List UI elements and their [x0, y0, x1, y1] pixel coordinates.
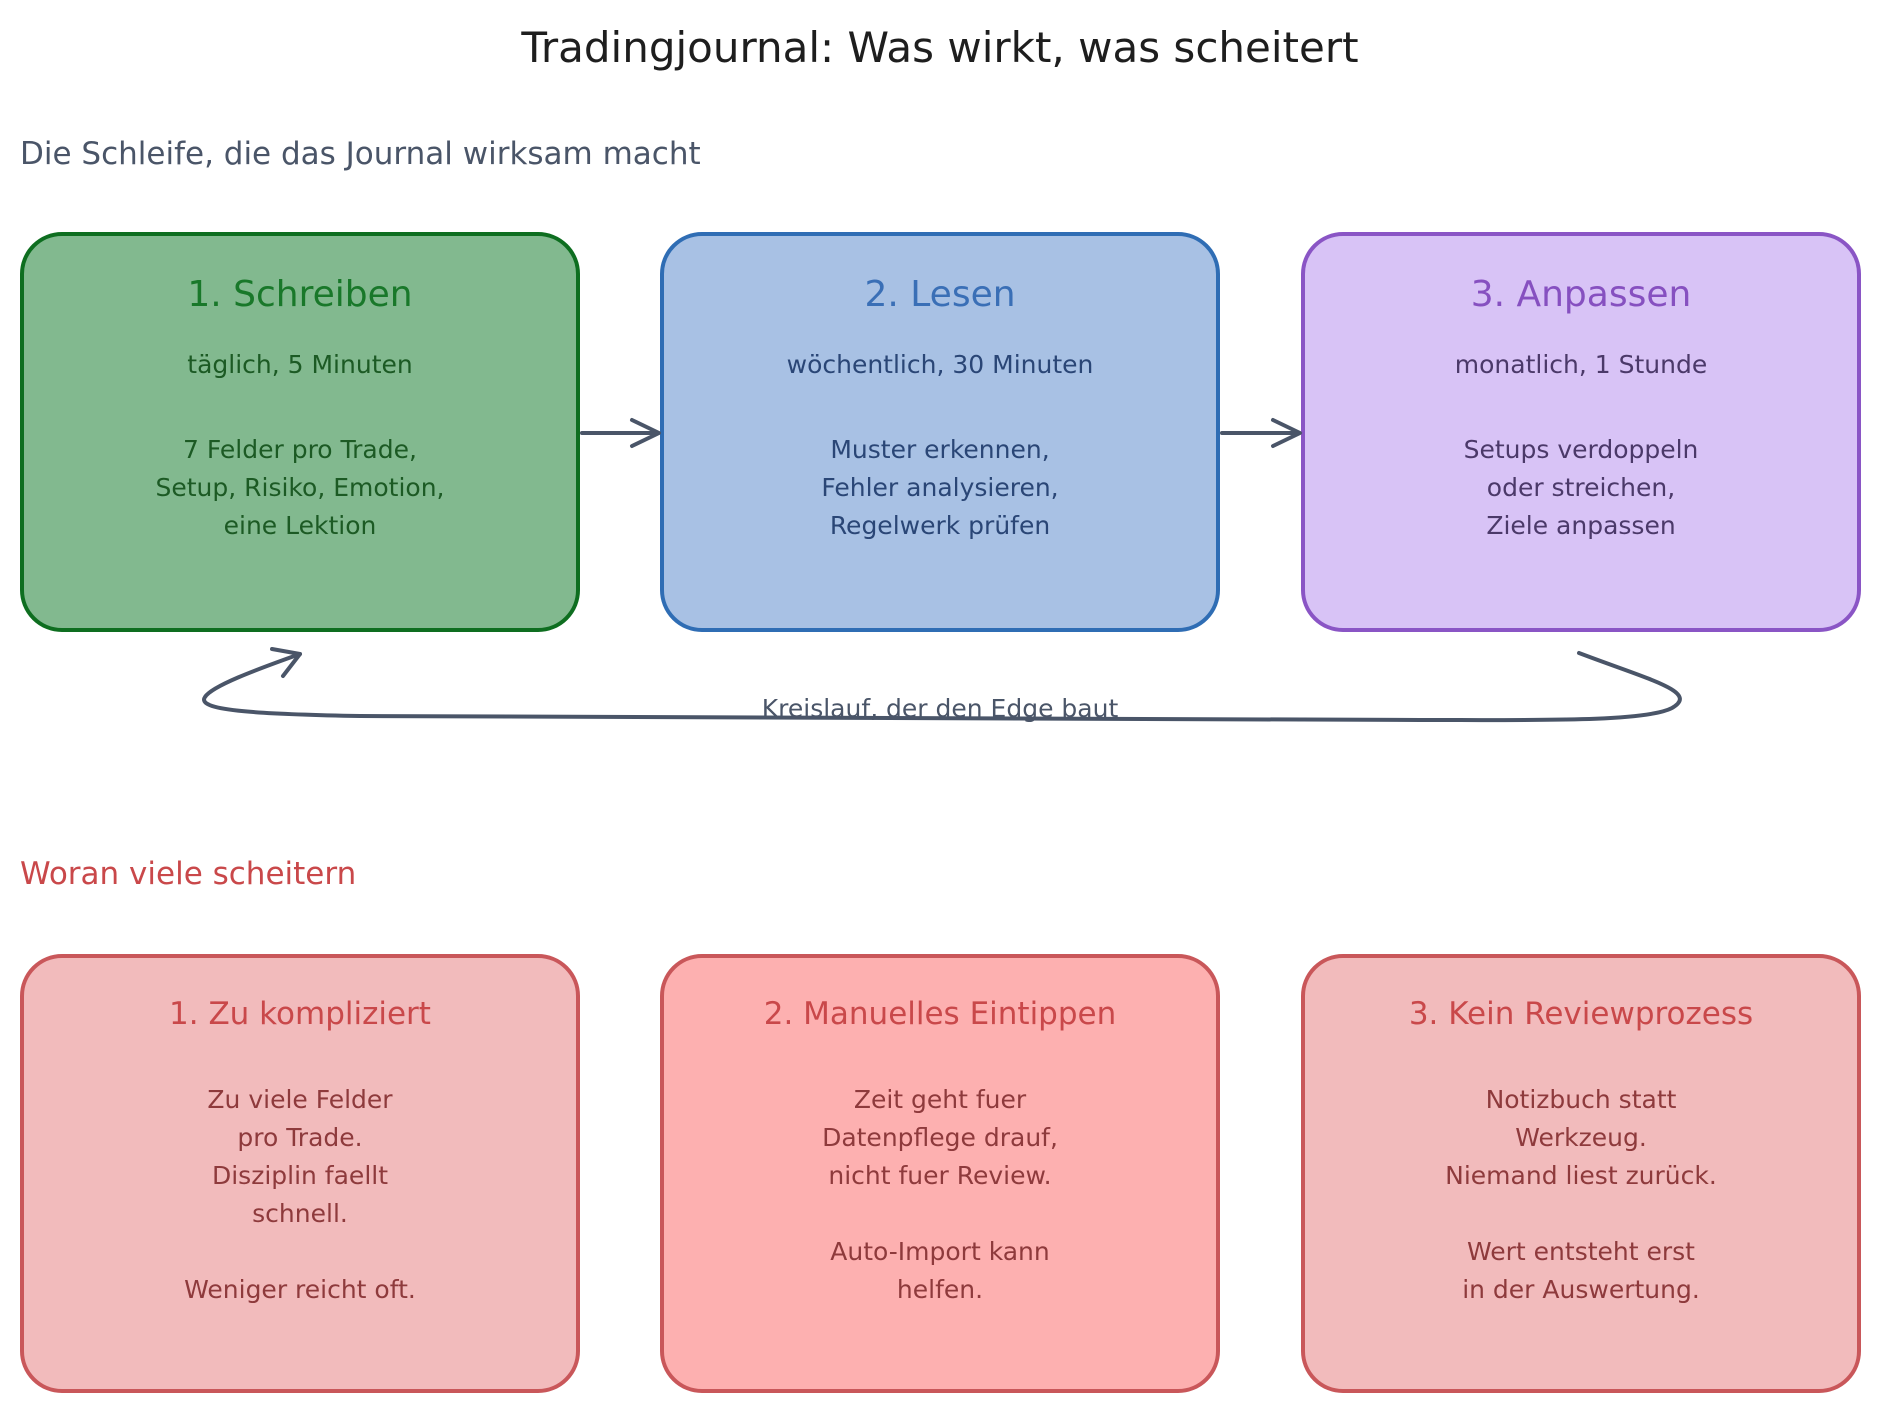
- failure-body: Notizbuch statt Werkzeug. Niemand liest …: [1305, 1081, 1857, 1309]
- failure-body-line: schnell.: [252, 1199, 348, 1228]
- failure-body-line: Wert entsteht erst: [1467, 1237, 1695, 1266]
- failure-title: 3. Kein Reviewprozess: [1408, 996, 1754, 1032]
- failure-box-manuelles-eintippen: 2. Manuelles Eintippen Zeit geht fuer Da…: [660, 954, 1220, 1393]
- failure-body-line: Zu viele Felder: [207, 1085, 393, 1114]
- failure-body-line: pro Trade.: [237, 1123, 363, 1152]
- step-title: 1. Schreiben: [187, 274, 413, 315]
- failure-body-line: in der Auswertung.: [1462, 1275, 1700, 1304]
- failure-body-line: Werkzeug.: [1515, 1123, 1647, 1152]
- diagram-title: Tradingjournal: Was wirkt, was scheitert: [521, 23, 1359, 72]
- arrow-lesen-to-anpassen: [1220, 418, 1302, 448]
- failure-body-line: Weniger reicht oft.: [184, 1275, 416, 1304]
- step-body: Setups verdoppeln oder streichen, Ziele …: [1305, 431, 1857, 545]
- step-title: 2. Lesen: [864, 274, 1016, 315]
- failure-title: 2. Manuelles Eintippen: [763, 996, 1117, 1032]
- step-box-lesen: 2. Lesen wöchentlich, 30 Minuten Muster …: [660, 232, 1220, 632]
- failure-body: Zu viele Felder pro Trade. Disziplin fae…: [24, 1081, 576, 1309]
- step-body-line: Muster erkennen,: [830, 435, 1050, 464]
- step-body-line: Setups verdoppeln: [1463, 435, 1699, 464]
- step-body: Muster erkennen, Fehler analysieren, Reg…: [664, 431, 1216, 545]
- step-body-line: eine Lektion: [223, 511, 377, 540]
- step-body-line: Setup, Risiko, Emotion,: [155, 473, 445, 502]
- failure-paragraph: Weniger reicht oft.: [24, 1271, 576, 1309]
- failures-section-heading: Woran viele scheitern: [20, 856, 357, 892]
- failure-body-line: Zeit geht fuer: [853, 1085, 1027, 1114]
- step-cadence: täglich, 5 Minuten: [187, 350, 413, 379]
- failure-paragraph: Notizbuch statt Werkzeug. Niemand liest …: [1305, 1081, 1857, 1195]
- failure-body-line: helfen.: [896, 1275, 984, 1304]
- cycle-label: Kreislauf, der den Edge baut: [761, 694, 1119, 723]
- failure-box-zu-kompliziert: 1. Zu kompliziert Zu viele Felder pro Tr…: [20, 954, 580, 1393]
- step-body-line: Regelwerk prüfen: [829, 511, 1051, 540]
- step-body-line: 7 Felder pro Trade,: [183, 435, 417, 464]
- failure-body-line: Datenpflege drauf,: [822, 1123, 1058, 1152]
- loop-section-heading: Die Schleife, die das Journal wirksam ma…: [20, 136, 701, 172]
- step-body-line: Fehler analysieren,: [821, 473, 1059, 502]
- step-body: 7 Felder pro Trade, Setup, Risiko, Emoti…: [24, 431, 576, 545]
- feedback-loop-arrowhead: [270, 647, 302, 678]
- failure-title: 1. Zu kompliziert: [169, 996, 431, 1032]
- step-box-schreiben: 1. Schreiben täglich, 5 Minuten 7 Felder…: [20, 232, 580, 632]
- failure-paragraph: Wert entsteht erst in der Auswertung.: [1305, 1233, 1857, 1309]
- failure-body: Zeit geht fuer Datenpflege drauf, nicht …: [664, 1081, 1216, 1309]
- failure-body-line: Auto-Import kann: [830, 1237, 1050, 1266]
- failure-body-line: Disziplin faellt: [211, 1161, 389, 1190]
- failure-paragraph: Zeit geht fuer Datenpflege drauf, nicht …: [664, 1081, 1216, 1195]
- step-cadence: monatlich, 1 Stunde: [1454, 350, 1708, 379]
- step-box-anpassen: 3. Anpassen monatlich, 1 Stunde Setups v…: [1301, 232, 1861, 632]
- failure-box-kein-reviewprozess: 3. Kein Reviewprozess Notizbuch statt We…: [1301, 954, 1861, 1393]
- failure-body-line: Niemand liest zurück.: [1445, 1161, 1717, 1190]
- arrow-schreiben-to-lesen: [580, 418, 661, 448]
- failure-body-line: nicht fuer Review.: [828, 1161, 1052, 1190]
- failure-paragraph: Auto-Import kann helfen.: [664, 1233, 1216, 1309]
- step-body-line: oder streichen,: [1486, 473, 1676, 502]
- failure-paragraph: Zu viele Felder pro Trade. Disziplin fae…: [24, 1081, 576, 1233]
- step-body-line: Ziele anpassen: [1486, 511, 1676, 540]
- failure-body-line: Notizbuch statt: [1485, 1085, 1677, 1114]
- step-title: 3. Anpassen: [1470, 274, 1692, 315]
- step-cadence: wöchentlich, 30 Minuten: [786, 350, 1094, 379]
